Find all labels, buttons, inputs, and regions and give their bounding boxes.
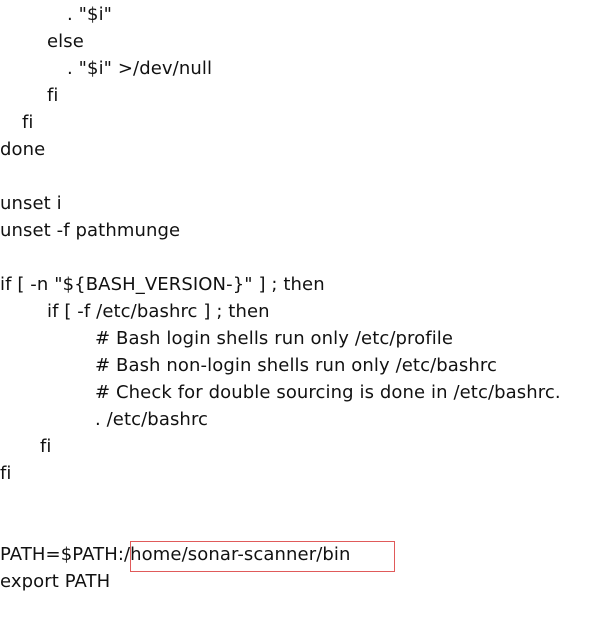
code-line-13: # Check for double sourcing is done in /… xyxy=(95,382,561,403)
code-line-11: # Bash login shells run only /etc/profil… xyxy=(95,328,454,349)
code-line-9: if [ -n "${BASH_VERSION-}" ] ; then xyxy=(0,274,325,295)
code-line-16: fi xyxy=(0,463,12,484)
code-line-6: done xyxy=(0,139,46,160)
code-line-export: export PATH xyxy=(0,571,111,592)
code-line-2: else xyxy=(47,31,84,52)
code-line-path: PATH=$PATH:/home/sonar-scanner/bin xyxy=(0,544,351,565)
code-line-14: . /etc/bashrc xyxy=(95,409,209,430)
code-line-8: unset -f pathmunge xyxy=(0,220,181,241)
code-line-15: fi xyxy=(40,436,52,457)
code-line-7: unset i xyxy=(0,193,62,214)
code-line-4: fi xyxy=(47,85,59,106)
code-line-12: # Bash non-login shells run only /etc/ba… xyxy=(95,355,497,376)
code-line-3: . "$i" >/dev/null xyxy=(67,58,213,79)
path-highlight-box xyxy=(130,541,395,572)
code-line-10: if [ -f /etc/bashrc ] ; then xyxy=(47,301,270,322)
code-line-5: fi xyxy=(22,112,34,133)
code-line-1: . "$i" xyxy=(67,4,113,25)
